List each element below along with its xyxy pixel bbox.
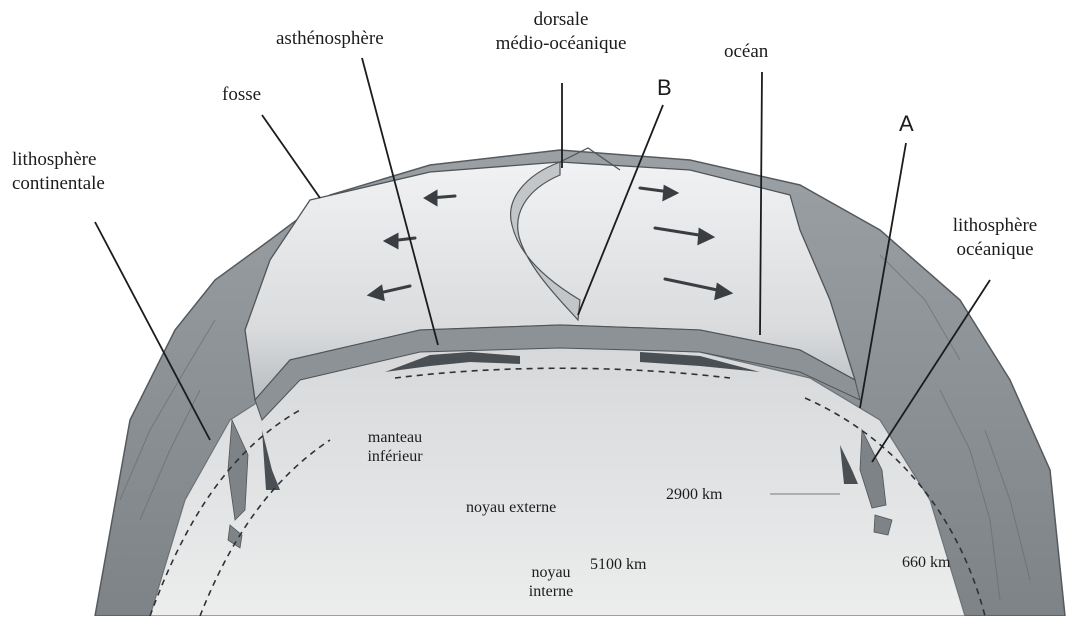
label-fosse: fosse <box>222 83 261 107</box>
label-dorsale: dorsale médio-océanique <box>466 8 656 56</box>
label-B: B <box>657 76 672 100</box>
label-depth-2900: 2900 km <box>666 485 722 504</box>
leader-fosse <box>262 115 320 198</box>
label-A: A <box>899 112 914 136</box>
label-asthenosphere: asthénosphère <box>276 27 384 51</box>
label-noyau-interne: noyau interne <box>516 563 586 601</box>
label-lithosphere-oceanique: lithosphère océanique <box>930 214 1060 262</box>
label-depth-660: 660 km <box>902 553 950 572</box>
label-lithosphere-continentale: lithosphère continentale <box>12 148 105 196</box>
label-noyau-externe: noyau externe <box>466 498 556 517</box>
label-depth-5100: 5100 km <box>590 555 646 574</box>
label-manteau-inferieur: manteau inférieur <box>340 428 450 466</box>
label-ocean: océan <box>724 40 768 64</box>
